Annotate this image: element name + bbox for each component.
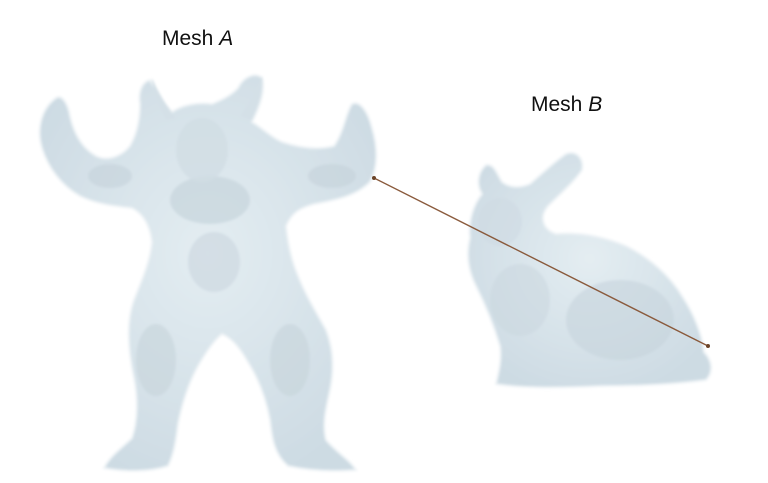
armadillo-chest-shade xyxy=(170,176,250,224)
armadillo-left-leg-shade xyxy=(136,324,176,396)
bunny-haunch-shade xyxy=(566,280,674,360)
mesh-b-label-prefix: Mesh xyxy=(531,93,583,116)
armadillo-head-shade xyxy=(176,118,228,182)
bunny-chest-shade xyxy=(490,264,550,336)
armadillo-right-ear xyxy=(240,76,263,120)
mesh-b-label: Mesh B xyxy=(531,93,602,117)
correspondence-point-b xyxy=(706,344,710,348)
bunny-head-shade xyxy=(478,198,522,246)
armadillo-belly-shade xyxy=(188,232,240,292)
armadillo-right-arm-shade xyxy=(308,164,356,188)
mesh-a-label-prefix: Mesh xyxy=(162,27,214,50)
mesh-a-label: Mesh A xyxy=(162,27,233,51)
bunny-mesh xyxy=(467,152,712,389)
armadillo-right-leg-shade xyxy=(270,324,310,396)
armadillo-left-ear xyxy=(152,78,176,120)
mesh-b-label-variable: B xyxy=(588,93,603,116)
mesh-a-label-variable: A xyxy=(219,27,234,50)
correspondence-line xyxy=(373,177,709,347)
armadillo-left-arm-shade xyxy=(88,164,132,188)
correspondence-point-a xyxy=(372,176,376,180)
armadillo-mesh xyxy=(38,74,378,472)
